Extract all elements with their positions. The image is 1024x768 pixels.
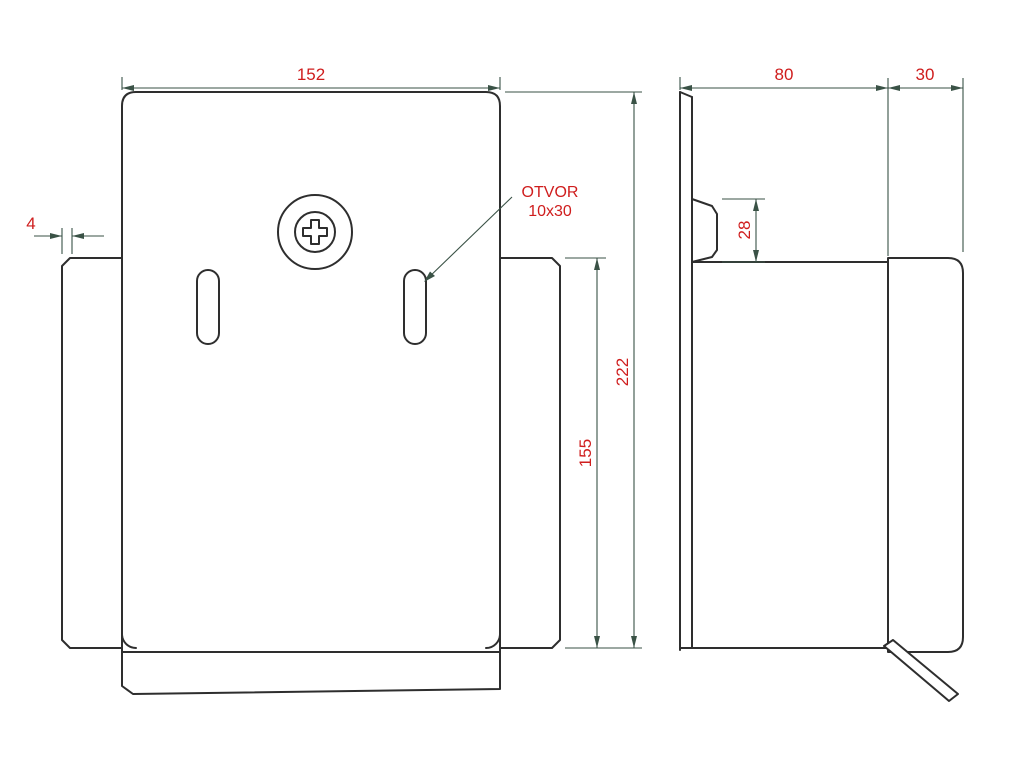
screw-boss-outer (277, 194, 353, 270)
flange-profile (887, 257, 964, 653)
arrowhead (951, 85, 963, 91)
dim-flange-height-text: 155 (576, 439, 595, 467)
dim-tab-height-text: 28 (735, 221, 754, 240)
arrowhead (424, 271, 435, 282)
screw-head-inner (294, 211, 336, 253)
arrowhead (122, 85, 134, 91)
front-dimension-lines (34, 77, 642, 649)
slot-left (196, 269, 220, 345)
dim-width-text: 152 (297, 65, 325, 84)
bend-arc-left (121, 633, 137, 649)
dim-flange-depth-text: 30 (916, 65, 935, 84)
arrowhead (753, 250, 759, 262)
arrowhead (888, 85, 900, 91)
side-view: 80 30 28 (679, 65, 964, 702)
front-geometry (61, 91, 561, 695)
dim-total-height-text: 222 (613, 358, 632, 386)
hole-label-line2: 10x30 (528, 203, 572, 220)
dim-thickness-text: 4 (26, 214, 35, 233)
arrowhead (594, 258, 600, 270)
front-view: 152 4 222 155 OTVOR 10x30 (26, 65, 642, 695)
side-labels: 80 30 28 (735, 65, 934, 239)
arrowhead (753, 199, 759, 211)
back-plate-top-chamfer (679, 91, 693, 98)
bottom-lip-profile (883, 639, 959, 702)
front-dimension-arrows (50, 85, 637, 648)
hole-label-line1: OTVOR (522, 184, 579, 201)
arrowhead (680, 85, 692, 91)
arrowhead (876, 85, 888, 91)
slot-right (403, 269, 427, 345)
side-geometry (679, 91, 964, 702)
arrowhead (50, 233, 62, 239)
dim-depth-text: 80 (775, 65, 794, 84)
bend-arc-right (485, 633, 501, 649)
arrowhead (72, 233, 84, 239)
arrowhead (631, 92, 637, 104)
front-labels: 152 4 222 155 OTVOR 10x30 (26, 65, 632, 467)
side-dimension-lines (679, 77, 964, 263)
screw-tab-profile (691, 198, 718, 263)
main-plate (121, 91, 501, 653)
arrowhead (594, 636, 600, 648)
side-dimension-arrows (680, 85, 963, 262)
arrowhead (488, 85, 500, 91)
phillips-cross-icon (302, 219, 328, 245)
bottom-lip (121, 651, 501, 695)
arrowhead (631, 636, 637, 648)
hole-leader-line (425, 196, 513, 281)
